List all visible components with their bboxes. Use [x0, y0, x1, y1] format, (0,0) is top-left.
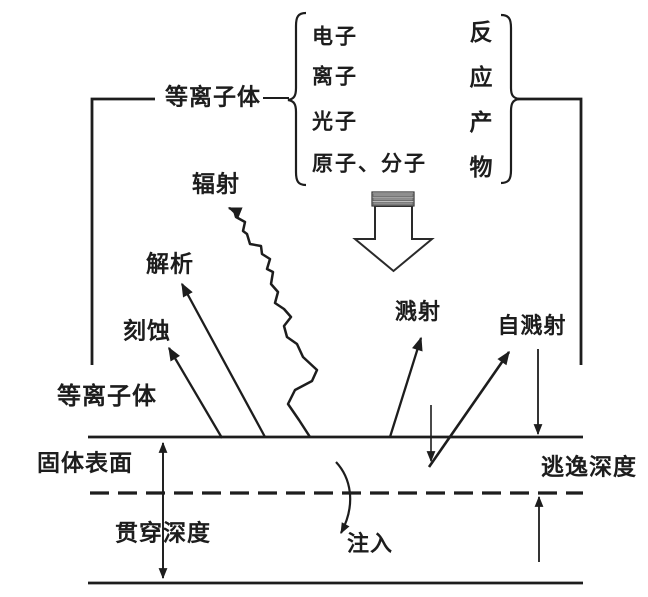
plasma-near-surface-label: 等离子体 — [57, 384, 157, 410]
implantation-curved-arrow — [335, 461, 352, 534]
sputtering-arrow — [388, 336, 423, 438]
block-arrow-striped-cap — [371, 191, 415, 207]
species-item-atom-molecule: 原子、分子 — [312, 151, 427, 176]
self-sputtering-label: 自溅射 — [497, 313, 567, 338]
species-item-photon: 光子 — [312, 109, 358, 134]
species-left-brace — [287, 11, 307, 187]
penetration-depth-label: 贯穿深度 — [115, 520, 211, 546]
etching-label: 刻蚀 — [123, 318, 171, 344]
chamber-border-left — [90, 97, 155, 365]
block-down-arrow — [352, 205, 435, 273]
species-item-electron: 电子 — [312, 24, 358, 49]
products-right-brace — [500, 13, 520, 185]
reaction-products-char: 物 — [469, 155, 493, 180]
etching-arrow — [168, 346, 223, 439]
desorption-arrow — [180, 282, 267, 438]
sputtering-label: 溅射 — [394, 299, 442, 324]
solid-surface-label: 固体表面 — [37, 450, 133, 476]
escape-depth-label: 逃逸深度 — [541, 454, 637, 480]
self-sputtering-arrow — [427, 350, 511, 468]
reaction-products-label: 反 应 产 物 — [467, 21, 495, 179]
radiation-wavy-arrow — [227, 206, 319, 438]
chamber-border-right — [517, 97, 583, 365]
implantation-label: 注入 — [346, 531, 394, 556]
radiation-label: 辐射 — [192, 171, 240, 197]
reaction-products-char: 应 — [469, 65, 493, 90]
species-item-ion: 离子 — [312, 64, 358, 89]
desorption-label: 解析 — [146, 251, 194, 277]
plasma-source-label: 等离子体 — [165, 84, 261, 110]
reaction-products-char: 反 — [469, 20, 493, 45]
reaction-products-char: 产 — [469, 110, 493, 135]
